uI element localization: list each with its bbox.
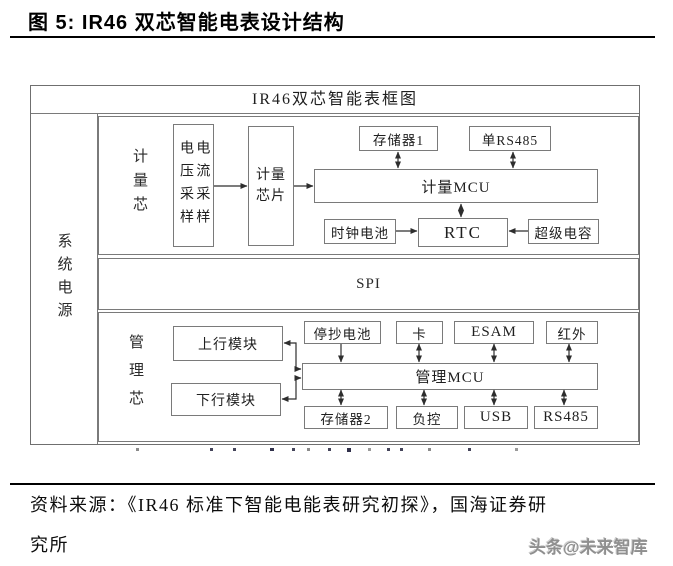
source-line-1: 资料来源：《IR46 标准下智能电能表研究初探》，国海证券研 [30, 495, 548, 515]
management-core-label: 管理芯 [127, 334, 143, 418]
metering-chip-box: 计量芯片 [248, 126, 294, 246]
rtc-box: RTC [418, 218, 508, 247]
downlink-module-box: 下行模块 [171, 383, 281, 416]
metering-core-label: 计量芯 [131, 148, 147, 220]
system-power-label: 系统电源 [55, 232, 72, 325]
block-diagram: IR46双芯智能表框图 系统电源 SPI 计量芯 管理芯 电压采样 电流采样 计… [30, 85, 640, 445]
downlink-module-label: 下行模块 [196, 393, 256, 409]
stop-reading-battery-label: 停抄电池 [313, 326, 372, 342]
sampling-box: 电压采样 电流采样 [173, 124, 214, 247]
super-capacitor-label: 超级电容 [534, 225, 593, 241]
current-sampling-label: 电流采样 [194, 139, 210, 232]
metering-mcu-box: 计量MCU [314, 169, 598, 203]
esam-box: ESAM [454, 321, 534, 344]
source-line-2: 究所 [30, 535, 69, 555]
rs485-box: RS485 [534, 406, 598, 429]
rs485-label: RS485 [543, 409, 589, 425]
infrared-label: 红外 [557, 326, 587, 342]
watermark-label: 头条@未来智库 [529, 538, 648, 557]
figure-title: 图 5: IR46 双芯智能电表设计结构 [28, 12, 345, 34]
memory2-label: 存储器2 [320, 411, 372, 427]
memory1-label: 存储器1 [372, 132, 425, 148]
clock-battery-label: 时钟电池 [331, 225, 389, 241]
management-mcu-box: 管理MCU [302, 363, 598, 390]
diagram-frame-title: IR46双芯智能表框图 [31, 86, 639, 114]
super-capacitor-box: 超级电容 [528, 219, 599, 244]
source-divider [10, 483, 655, 485]
memory1-box: 存储器1 [359, 126, 438, 151]
esam-label: ESAM [471, 324, 517, 340]
stop-reading-battery-box: 停抄电池 [304, 321, 381, 344]
single-rs485-box: 单RS485 [469, 126, 551, 151]
spi-label: SPI [356, 275, 381, 292]
metering-mcu-label: 计量MCU [421, 179, 491, 196]
clock-battery-box: 时钟电池 [324, 219, 396, 244]
load-control-label: 负控 [412, 411, 442, 427]
card-label: 卡 [412, 326, 427, 342]
spi-bus-section: SPI [98, 258, 639, 310]
uplink-module-label: 上行模块 [198, 337, 258, 353]
metering-chip-label: 计量芯片 [256, 168, 286, 204]
voltage-sampling-label: 电压采样 [178, 139, 193, 232]
memory2-box: 存储器2 [304, 406, 388, 429]
single-rs485-label: 单RS485 [481, 132, 539, 148]
uplink-module-box: 上行模块 [173, 326, 283, 361]
usb-label: USB [479, 409, 513, 425]
system-power-rail: 系统电源 [31, 113, 98, 444]
usb-box: USB [464, 406, 528, 429]
rtc-label: RTC [443, 222, 483, 242]
management-mcu-label: 管理MCU [415, 370, 485, 386]
metering-section [98, 116, 639, 255]
infrared-box: 红外 [546, 321, 598, 344]
card-box: 卡 [396, 321, 443, 344]
load-control-box: 负控 [396, 406, 458, 429]
management-section [98, 312, 639, 442]
title-divider [10, 36, 655, 38]
